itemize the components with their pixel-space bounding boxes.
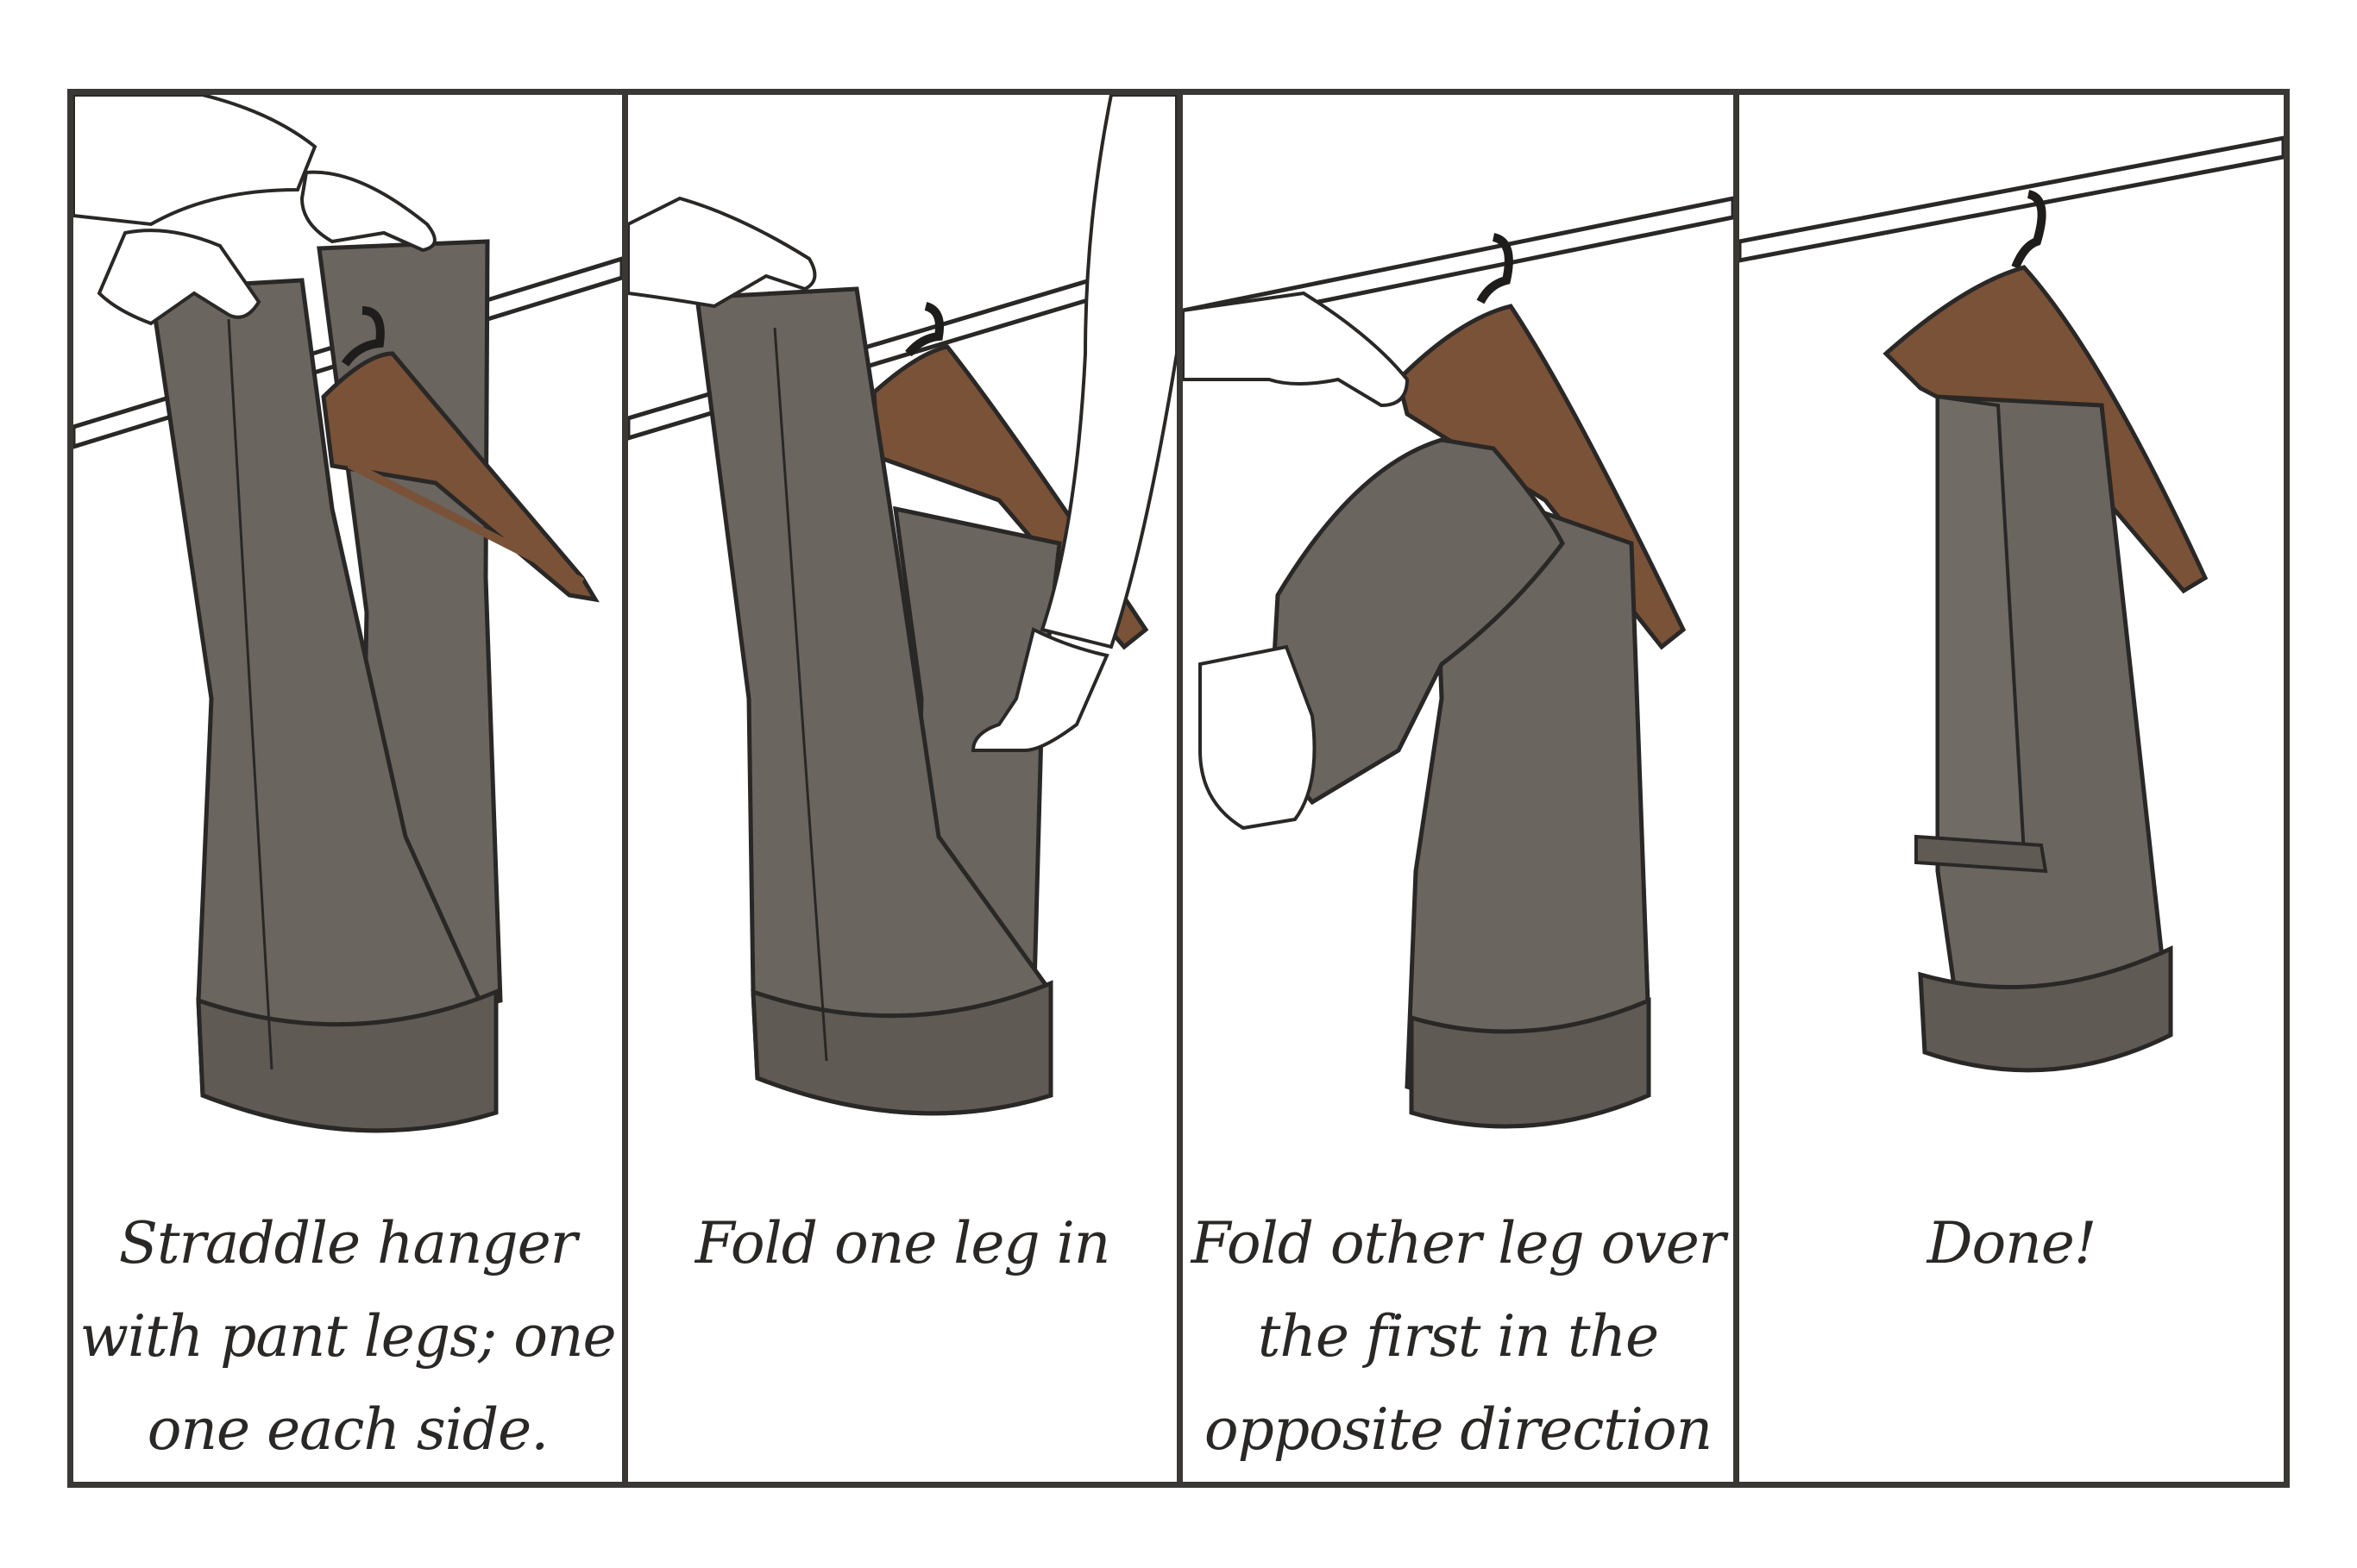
pant-leg-folding bbox=[1266, 437, 1565, 806]
hand-left bbox=[97, 229, 261, 326]
step-4-caption: Done! bbox=[1739, 1197, 2284, 1290]
hanger-hook bbox=[341, 306, 385, 367]
step-1-caption: Straddle hanger with pant legs; one one … bbox=[73, 1197, 622, 1477]
sleeve bbox=[73, 95, 317, 227]
hanger-hook bbox=[2011, 190, 2046, 269]
step-panel-4: Done! bbox=[1739, 95, 2284, 1482]
panel-divider bbox=[1177, 89, 1183, 1488]
hand-right bbox=[971, 627, 1109, 752]
caption-line: opposite direction bbox=[1204, 1396, 1713, 1463]
panel-divider bbox=[622, 89, 628, 1488]
caption-line: one each side. bbox=[147, 1396, 549, 1463]
hanging-rod bbox=[1183, 196, 1733, 332]
hand-left bbox=[628, 196, 817, 309]
hanging-rod bbox=[1739, 135, 2284, 263]
caption-line: Done! bbox=[1926, 1210, 2097, 1276]
step-1-illustration bbox=[73, 95, 622, 1133]
step-panel-3: Fold other leg over the first in the opp… bbox=[1183, 95, 1733, 1482]
step-3-illustration bbox=[1183, 196, 1733, 1129]
arm bbox=[1040, 95, 1177, 649]
step-3-caption: Fold other leg over the first in the opp… bbox=[1183, 1197, 1733, 1477]
step-panel-1: Straddle hanger with pant legs; one one … bbox=[73, 95, 622, 1482]
hand-right bbox=[1183, 291, 1410, 408]
panel-divider bbox=[1733, 89, 1739, 1488]
pant-cuff bbox=[196, 988, 499, 1133]
caption-line: Fold other leg over bbox=[1191, 1210, 1726, 1276]
pant-cuff bbox=[751, 980, 1053, 1116]
caption-line: Fold one leg in bbox=[695, 1210, 1111, 1276]
caption-line: Straddle hanger bbox=[118, 1210, 578, 1276]
pant-crease bbox=[773, 327, 828, 1062]
caption-line: with pant legs; one bbox=[79, 1303, 616, 1370]
hanger bbox=[321, 351, 600, 603]
step-2-caption: Fold one leg in bbox=[628, 1197, 1177, 1290]
hand-left bbox=[1198, 644, 1317, 831]
pant-cuff bbox=[1409, 997, 1651, 1129]
hanger-hook bbox=[1476, 233, 1513, 304]
pant-crease bbox=[227, 318, 273, 1070]
step-panel-2: Fold one leg in bbox=[628, 95, 1177, 1482]
step-4-illustration bbox=[1739, 135, 2284, 1073]
pant-cuff-top bbox=[1914, 834, 2048, 874]
hanger-hook bbox=[905, 302, 944, 357]
step-2-illustration bbox=[628, 95, 1177, 1116]
caption-line: the first in the bbox=[1257, 1303, 1659, 1370]
hanger-bar bbox=[347, 460, 585, 586]
pant-cuff bbox=[1918, 945, 2173, 1073]
hand-right bbox=[299, 170, 437, 253]
